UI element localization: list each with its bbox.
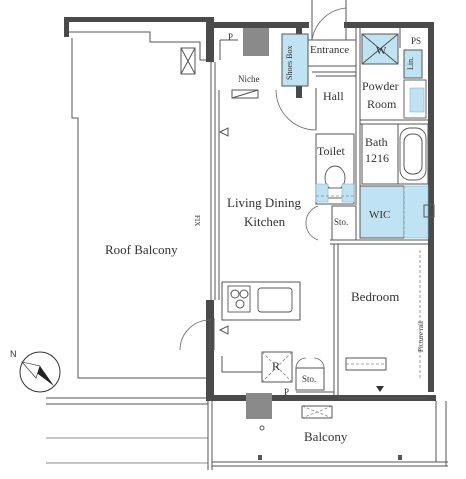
refrigerator-label: R bbox=[272, 359, 281, 373]
niche-label: Niche bbox=[238, 74, 260, 84]
picture-rail-label: Picture rail bbox=[417, 321, 425, 352]
p-bottom-label: P bbox=[284, 387, 290, 397]
wic-label: WIC bbox=[369, 209, 391, 221]
walk-in-closet bbox=[305, 185, 435, 245]
bathroom bbox=[361, 123, 429, 185]
ps-label: PS bbox=[411, 36, 422, 46]
powder-room-label-1: Powder bbox=[362, 79, 399, 93]
compass-north-label: N bbox=[10, 349, 17, 359]
fix-label: FIX bbox=[193, 215, 201, 227]
hall-label: Hall bbox=[323, 89, 344, 103]
balcony-area bbox=[207, 401, 448, 470]
roof-balcony-area bbox=[46, 17, 214, 464]
living-kitchen bbox=[179, 39, 334, 393]
storage-center-label: Sto. bbox=[334, 217, 349, 227]
shoes-box-label: Shoes Box bbox=[285, 45, 294, 80]
bedroom bbox=[333, 244, 428, 399]
powder-room-label-2: Room bbox=[367, 97, 397, 111]
living-dining-label: Living Dining bbox=[227, 195, 302, 210]
roof-balcony-label: Roof Balcony bbox=[105, 242, 178, 257]
storage-bottom-label: Sto. bbox=[302, 374, 317, 384]
balcony-label: Balcony bbox=[304, 429, 348, 444]
north-compass bbox=[19, 351, 61, 393]
p-top-label: P bbox=[228, 32, 234, 42]
entrance-label: Entrance bbox=[310, 44, 350, 56]
linen-label: Lin. bbox=[406, 56, 415, 70]
toilet-room bbox=[315, 133, 355, 205]
bath-label-1: Bath bbox=[365, 135, 388, 149]
bath-label-2: 1216 bbox=[365, 151, 389, 165]
washer-label: W bbox=[376, 45, 387, 57]
kitchen-label: Kitchen bbox=[244, 214, 286, 229]
bedroom-label: Bedroom bbox=[351, 289, 400, 304]
entrance-zone bbox=[275, 0, 428, 205]
toilet-label: Toilet bbox=[317, 144, 345, 158]
